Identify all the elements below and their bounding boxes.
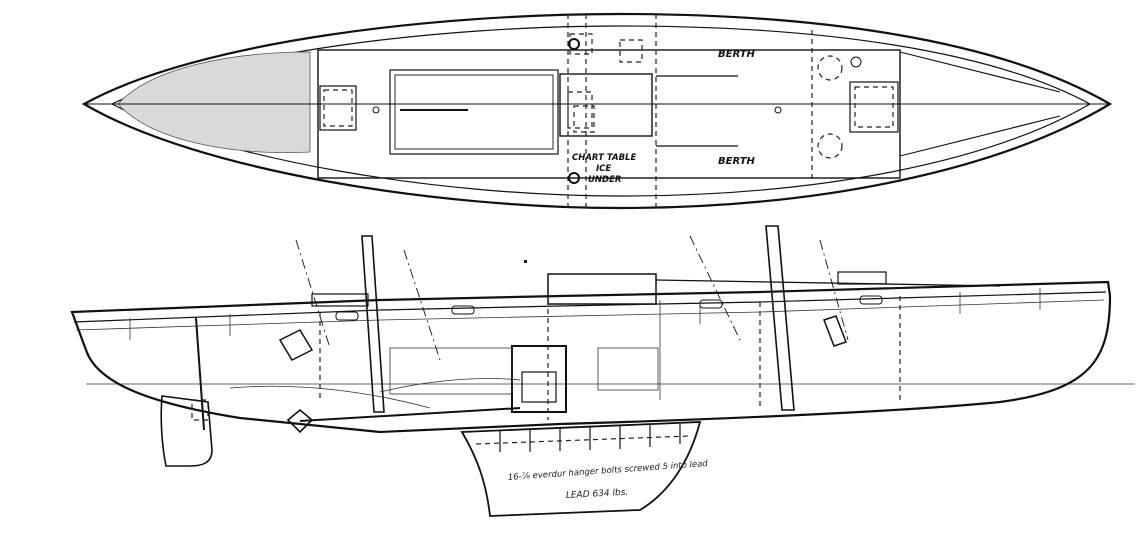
label-under: UNDER bbox=[588, 175, 621, 185]
plan-cockpit-outer bbox=[389, 69, 559, 155]
profile-mainmast bbox=[361, 235, 385, 413]
profile-keel bbox=[460, 421, 702, 517]
profile-forward-hatch bbox=[311, 293, 369, 307]
profile-view: 16-⅞ everdur hanger bolts screwed 5 into… bbox=[70, 225, 1135, 517]
plan-companionway-steps bbox=[567, 91, 593, 129]
profile-spar-1 bbox=[295, 239, 331, 349]
profile-spar-3 bbox=[689, 235, 741, 341]
profile-portlight-4 bbox=[859, 295, 883, 305]
profile-portlight-2 bbox=[451, 305, 475, 315]
annotation-lead: LEAD 634 lbs. bbox=[566, 488, 629, 501]
profile-portlight-1 bbox=[335, 311, 359, 321]
profile-deck-line bbox=[73, 291, 1107, 323]
label-berth-starboard: BERTH bbox=[718, 49, 756, 60]
plan-bow-shading bbox=[117, 51, 311, 153]
profile-settee bbox=[597, 347, 659, 391]
profile-portlight-3 bbox=[699, 299, 723, 309]
profile-bar-fwd bbox=[278, 329, 314, 361]
plan-aft-hatch-inner bbox=[854, 86, 894, 128]
profile-berth-box-fwd bbox=[389, 347, 513, 395]
plan-fixture-3 bbox=[573, 105, 595, 133]
plan-side-deck-starboard bbox=[899, 51, 1061, 93]
plan-forward-hatch-inner bbox=[323, 89, 353, 127]
profile-prop-shaft bbox=[299, 407, 521, 422]
plan-fixture-2 bbox=[569, 33, 593, 55]
plan-side-deck-port bbox=[899, 115, 1061, 157]
plan-forward-hatch bbox=[319, 85, 357, 131]
profile-hull bbox=[70, 280, 1112, 434]
profile-engine-block bbox=[521, 371, 557, 403]
plan-head-circle bbox=[817, 133, 843, 159]
profile-mizzenmast bbox=[765, 225, 795, 411]
label-chart-table: CHART TABLE bbox=[572, 153, 636, 163]
plan-vent-circle bbox=[850, 56, 862, 68]
profile-station-ticks bbox=[129, 288, 1041, 340]
label-ice: ICE bbox=[596, 164, 611, 174]
profile-aft-hatch bbox=[837, 271, 887, 285]
plan-cockpit-inner bbox=[394, 74, 554, 150]
profile-bulwark-line bbox=[75, 299, 1105, 331]
profile-bar-aft bbox=[823, 315, 847, 347]
plan-sink-circle bbox=[817, 55, 843, 81]
profile-keel-joint bbox=[475, 435, 691, 445]
label-berth-port: BERTH bbox=[718, 156, 756, 167]
profile-doghouse bbox=[547, 273, 657, 305]
profile-spar-2 bbox=[403, 249, 441, 361]
plan-aft-hatch bbox=[849, 81, 899, 133]
plan-deck-fitting-2 bbox=[568, 172, 580, 184]
plan-view: BERTH BERTH CHART TABLE ICE UNDER bbox=[81, 12, 1113, 210]
profile-spar-4 bbox=[819, 239, 849, 341]
annotation-hanger-bolts: 16-⅞ everdur hanger bolts screwed 5 into… bbox=[508, 459, 709, 483]
plan-deck-fitting-1 bbox=[568, 38, 580, 50]
plan-fixture-1 bbox=[619, 39, 643, 63]
plan-cabin-house bbox=[317, 49, 901, 179]
plan-companionway bbox=[559, 73, 653, 137]
plan-mast-step-aft bbox=[774, 106, 782, 114]
profile-diagonal-2 bbox=[229, 385, 431, 409]
plan-mast-step-fwd bbox=[372, 106, 380, 114]
profile-cabin-roof bbox=[655, 279, 1001, 287]
profile-mark-dot bbox=[524, 260, 527, 263]
profile-diagonal-1 bbox=[379, 378, 521, 393]
profile-keel-bolts bbox=[499, 424, 681, 452]
profile-rudder bbox=[160, 395, 213, 467]
profile-rudder-post bbox=[195, 317, 205, 431]
